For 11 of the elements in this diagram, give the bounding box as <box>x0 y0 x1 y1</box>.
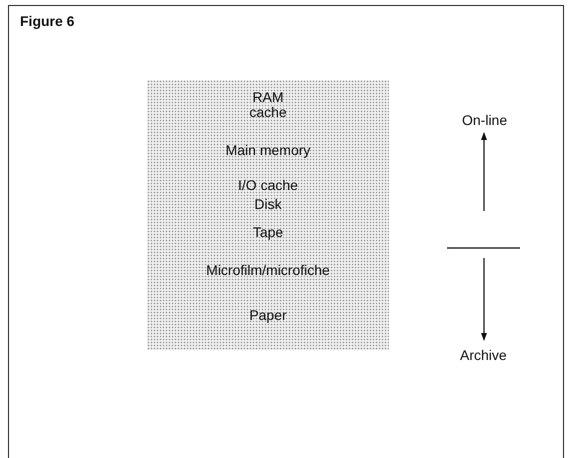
storage-level-text: Main memory <box>226 142 310 158</box>
side-label: Archive <box>460 347 507 363</box>
storage-level-text: Microfilm/microfiche <box>206 262 330 278</box>
side-label: On-line <box>462 112 508 128</box>
storage-level-text: RAM cache <box>248 90 288 120</box>
storage-level-text: Paper <box>249 307 287 323</box>
storage-level-text: Tape <box>252 224 284 240</box>
storage-level-text: Disk <box>254 196 282 212</box>
figure-title: Figure 6 <box>20 13 74 29</box>
storage-level-text: I/O cache <box>238 177 298 193</box>
stippled-panel <box>147 80 389 350</box>
